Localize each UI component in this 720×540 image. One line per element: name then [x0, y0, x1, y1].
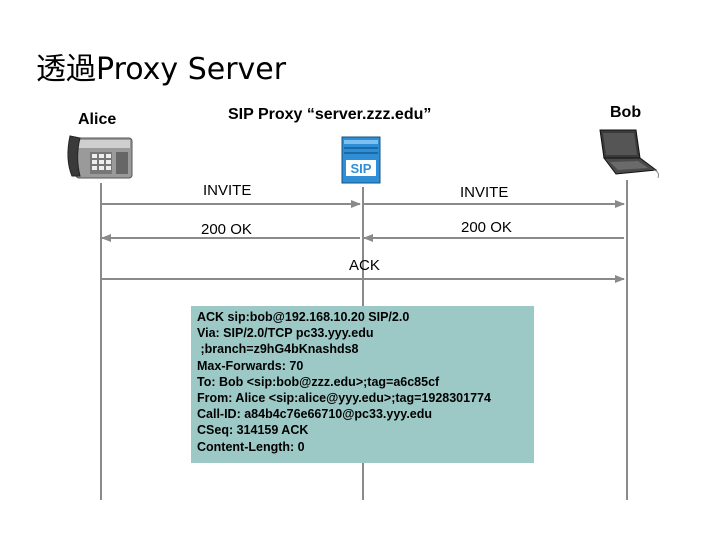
detail-line: Content-Length: 0 [197, 439, 305, 454]
message-label-ok-1: 200 OK [201, 221, 252, 238]
message-label-ok-2: 200 OK [461, 219, 512, 236]
ack-message-detail: ACK sip:bob@192.168.10.20 SIP/2.0 Via: S… [191, 306, 534, 463]
detail-line: Max-Forwards: 70 [197, 358, 304, 373]
message-label-invite-2: INVITE [460, 184, 509, 201]
slide-title: 透過Proxy Server [36, 52, 287, 87]
ip-phone-icon [67, 135, 133, 179]
message-label-ack: ACK [349, 257, 380, 274]
detail-line: To: Bob <sip:bob@zzz.edu>;tag=a6c85cf [197, 374, 440, 389]
laptop-icon [599, 129, 659, 179]
detail-line: ACK sip:bob@192.168.10.20 SIP/2.0 [197, 310, 410, 324]
detail-line: CSeq: 314159 ACK [197, 423, 309, 438]
detail-line: ;branch=z9hG4bKnashds8 [197, 342, 359, 357]
alice-label: Alice [78, 111, 117, 128]
alice-lifeline [100, 183, 102, 500]
proxy-icon-text: SIP [351, 161, 372, 176]
server-tower-icon: SIP [341, 136, 381, 184]
bob-lifeline [626, 180, 628, 500]
detail-line: Call-ID: a84b4c76e66710@pc33.yyy.edu [197, 407, 433, 422]
proxy-label: SIP Proxy “server.zzz.edu” [228, 106, 432, 123]
bob-label: Bob [610, 104, 642, 121]
detail-line: Via: SIP/2.0/TCP pc33.yyy.edu [197, 326, 374, 341]
message-label-invite-1: INVITE [203, 182, 252, 199]
detail-line: From: Alice <sip:alice@yyy.edu>;tag=1928… [197, 391, 491, 406]
